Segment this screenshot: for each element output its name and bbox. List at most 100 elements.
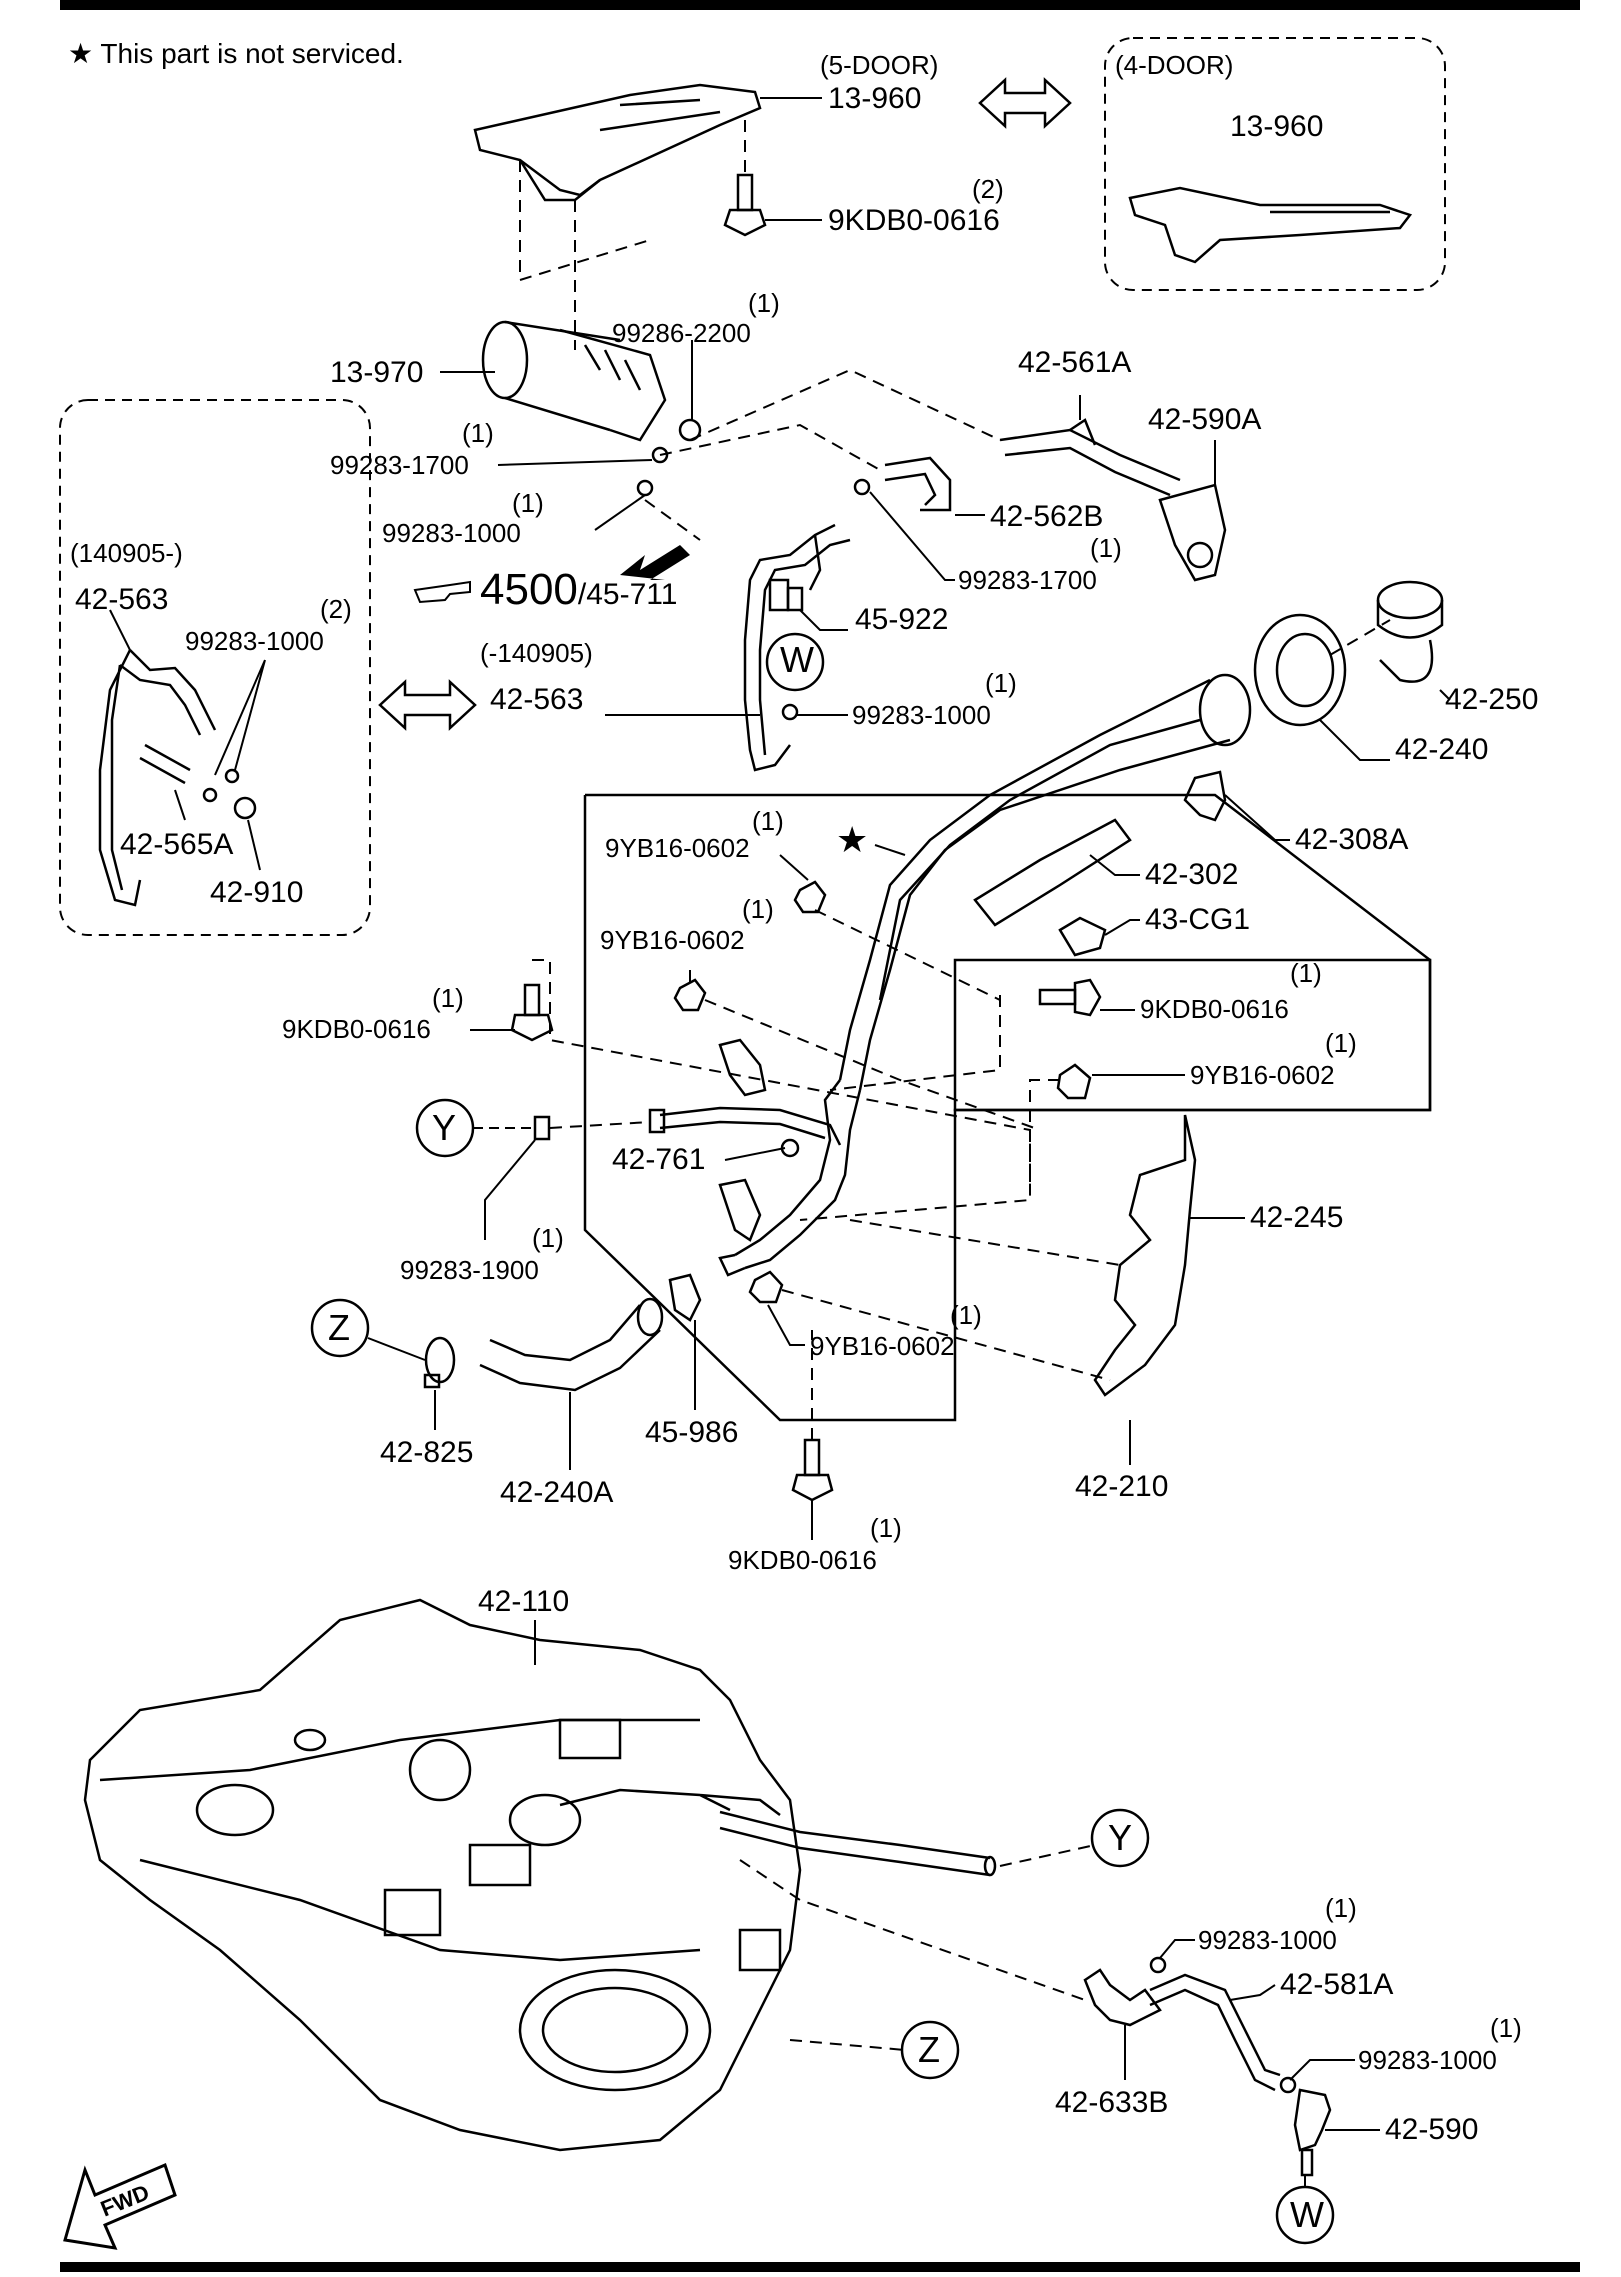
bracket-13-960-shape xyxy=(473,83,762,202)
connector-z-top-label: Z xyxy=(328,1307,350,1348)
leader-nut-b xyxy=(704,999,1041,1131)
bottom-border xyxy=(60,2262,1580,2272)
star-note: ★ This part is not serviced. xyxy=(68,38,404,69)
clip-99283-1000-c-shape xyxy=(781,703,799,721)
leader-cap-ring xyxy=(1329,619,1391,656)
connector-y-bottom-label: Y xyxy=(1108,1817,1133,1858)
qty-99283-1700-b: (1) xyxy=(1090,533,1122,563)
leader-43-cg1 xyxy=(1104,919,1140,936)
ref-4500: 4500/45-711 xyxy=(480,565,678,614)
clamp-45-986-shape xyxy=(668,1273,702,1322)
canister-13-970-shape xyxy=(481,320,667,442)
part-42-250: 42-250 xyxy=(1445,683,1539,716)
fuel-tank-42-110-shape xyxy=(83,1598,802,2152)
qty-9kdb0-c: (1) xyxy=(1290,958,1322,988)
leader-42-910 xyxy=(247,819,261,871)
part-99283-1000-a: 99283-1000 xyxy=(382,518,521,548)
leader-canister-hose-1 xyxy=(689,368,1001,441)
part-42-910: 42-910 xyxy=(210,876,304,909)
nut-9YB16-c-shape xyxy=(1056,1063,1092,1100)
not-serviced-star: ★ xyxy=(836,819,869,860)
part-99283-1000-b: 99283-1000 xyxy=(185,626,324,656)
part-99283-1900: 99283-1900 xyxy=(400,1255,539,1285)
connector-42-633B-shape xyxy=(1083,1968,1162,2027)
clip-45-922-shape xyxy=(768,578,804,612)
leader-42-250 xyxy=(1439,689,1451,701)
leader-z-top xyxy=(367,1337,426,1361)
clip-99283-1000-a-shape xyxy=(636,479,654,497)
hose-42-563-shape xyxy=(743,523,851,772)
part-42-590a: 42-590A xyxy=(1148,403,1262,436)
leader-9yb16-a xyxy=(779,854,809,881)
bracket-42-761-shape xyxy=(718,1038,767,1097)
leader-bracket-canister-1 xyxy=(519,160,651,282)
four-door-box xyxy=(1104,37,1446,291)
part-42-240: 42-240 xyxy=(1395,733,1489,766)
part-42-590: 42-590 xyxy=(1385,2113,1479,2146)
clip-99283-1700-a-shape xyxy=(651,446,669,464)
bracket-13-960-4door-shape xyxy=(1128,186,1413,264)
connector-y-bottom xyxy=(1090,1808,1150,1868)
leader-9yb16-d xyxy=(767,1304,805,1346)
leader-nut-a xyxy=(814,909,1001,1001)
part-42-581a: 42-581A xyxy=(1280,1968,1394,2001)
leader-99283-1900 xyxy=(484,1139,536,1240)
qty-9kdb0-b: (1) xyxy=(432,983,464,1013)
leader-star xyxy=(874,844,906,856)
qty-99283-1900: (1) xyxy=(532,1223,564,1253)
leader-tank-y xyxy=(999,1844,1096,1867)
part-42-562b: 42-562B xyxy=(990,500,1104,533)
part-13-960-a: 13-960 xyxy=(828,82,922,115)
part-42-565a: 42-565A xyxy=(120,828,234,861)
part-42-240a: 42-240A xyxy=(500,1476,614,1509)
hose-42-581A-shape xyxy=(1149,1973,1281,2092)
protector-42-308A-shape xyxy=(1183,770,1227,822)
part-42-825: 42-825 xyxy=(380,1436,474,1469)
leader-99283-1000-a xyxy=(594,494,646,531)
pipe-42-565A-shape xyxy=(139,743,191,785)
leader-42-563-a xyxy=(109,609,131,651)
part-42-245: 42-245 xyxy=(1250,1201,1344,1234)
tank-hose-shape xyxy=(719,1810,997,1877)
part-42-110: 42-110 xyxy=(478,1585,570,1618)
part-45-986: 45-986 xyxy=(645,1416,739,1449)
connector-w-top-label: W xyxy=(780,639,814,680)
qty-9yb16-a: (1) xyxy=(752,806,784,836)
valve-42-590-shape xyxy=(1293,2088,1332,2177)
date-to-label: (-140905) xyxy=(480,638,593,668)
qty-99283-1000-e: (1) xyxy=(1490,2013,1522,2043)
part-99283-1700-a: 99283-1700 xyxy=(330,450,469,480)
part-42-302: 42-302 xyxy=(1145,858,1239,891)
filler-pipe-42-210-shape xyxy=(718,673,1252,1277)
part-42-563-b: 42-563 xyxy=(490,683,584,716)
nut-9YB16-d-shape xyxy=(748,1270,784,1304)
leader-99283-1000-d xyxy=(1159,1939,1195,1959)
bolt-group-box xyxy=(953,958,1432,1112)
connector-y-top-label: Y xyxy=(432,1107,457,1148)
part-9kdb0-0616-top: 9KDB0-0616 xyxy=(828,204,1000,237)
four-door-label: (4-DOOR) xyxy=(1115,50,1234,80)
ring-42-240-shape xyxy=(1253,613,1347,727)
qty-99283-1000-c: (1) xyxy=(985,668,1017,698)
part-42-563-a: 42-563 xyxy=(75,583,169,616)
gasket-43-CG1-shape xyxy=(1058,916,1107,957)
clip-99283-1000-e-shape xyxy=(1279,2076,1297,2094)
leader-canister-ref xyxy=(644,499,701,541)
part-9kdb0-0616-d: 9KDB0-0616 xyxy=(728,1545,877,1575)
connector-w-bottom-label: W xyxy=(1290,2194,1324,2235)
filler-group-box xyxy=(583,793,1432,1422)
leader-42-761 xyxy=(724,1147,786,1161)
leader-nut-c xyxy=(1029,1079,1060,1190)
pointing-hand-icon xyxy=(413,580,471,604)
hose-42-240A-shape xyxy=(479,1297,664,1392)
leader-canister-hose-2 xyxy=(659,423,881,471)
five-door-label: (5-DOOR) xyxy=(820,50,939,80)
qty-9yb16-b: (1) xyxy=(742,894,774,924)
leader-tank-633b xyxy=(739,1859,1086,2001)
part-9kdb0-0616-c: 9KDB0-0616 xyxy=(1140,994,1289,1024)
clamp-42-825-shape xyxy=(423,1336,456,1389)
qty-9yb16-d: (1) xyxy=(950,1300,982,1330)
part-42-633b: 42-633B xyxy=(1055,2086,1169,2119)
connector-w-top xyxy=(765,632,825,692)
part-9kdb0-0616-b: 9KDB0-0616 xyxy=(282,1014,431,1044)
